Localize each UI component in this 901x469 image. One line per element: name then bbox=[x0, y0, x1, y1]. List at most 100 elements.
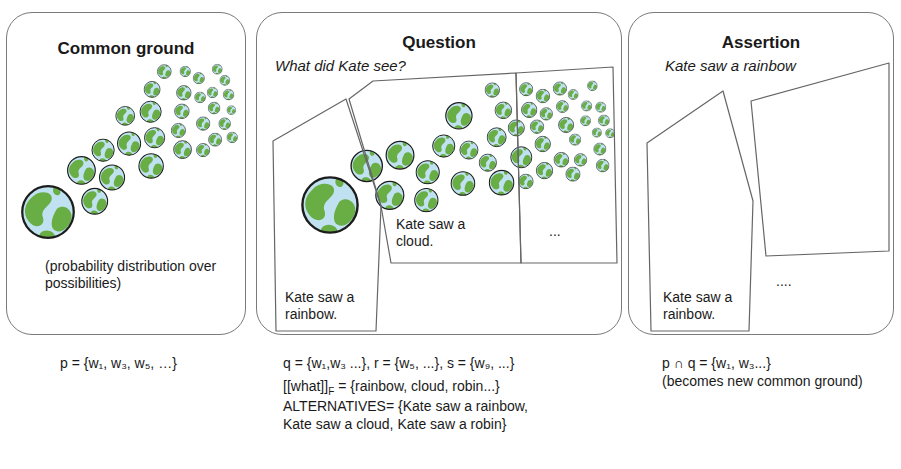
earth-icon bbox=[116, 106, 135, 126]
earth-icon bbox=[82, 188, 108, 215]
earth-icon bbox=[22, 186, 74, 240]
earth-icon bbox=[596, 102, 606, 113]
earth-icon bbox=[416, 161, 439, 185]
answer-region: Kate saw a cloud. bbox=[347, 71, 523, 265]
earth-icon bbox=[568, 89, 578, 100]
formula-text: p ∩ q = {w₁, w₃...} bbox=[662, 355, 771, 371]
earth-icon bbox=[386, 141, 414, 170]
answer-region: Kate saw a rainbow. bbox=[271, 97, 383, 333]
earth-icon bbox=[580, 116, 590, 127]
earth-icon bbox=[174, 141, 192, 160]
earth-icon bbox=[208, 102, 220, 114]
region-outline bbox=[347, 71, 523, 265]
earth-icon bbox=[451, 172, 475, 197]
earth-icon bbox=[376, 181, 404, 210]
earth-icon bbox=[508, 120, 524, 137]
earth-icon bbox=[511, 147, 532, 169]
earth-icon bbox=[554, 152, 569, 167]
earth-icon bbox=[479, 154, 496, 172]
answer-region: ... bbox=[514, 65, 619, 265]
earth-icon bbox=[460, 141, 478, 160]
region-text: Kate saw a rainbow bbox=[665, 57, 865, 75]
earth-icon bbox=[519, 174, 534, 189]
earth-icon bbox=[177, 86, 192, 101]
panel-heading: Question bbox=[257, 33, 621, 53]
formula-text: q = {w₁,w₃ ...}, r = {w₅, ...}, s = {w₉,… bbox=[283, 355, 514, 371]
earth-icon bbox=[207, 87, 218, 98]
formula-line: ALTERNATIVES= {Kate saw a rainbow, Kate … bbox=[283, 398, 551, 433]
earth-icon bbox=[522, 102, 537, 118]
earth-icon bbox=[209, 133, 222, 147]
region-outline bbox=[749, 61, 891, 301]
earth-icon bbox=[171, 123, 185, 138]
earth-icon bbox=[592, 128, 601, 138]
earth-icon bbox=[574, 154, 587, 167]
formula-text: p = {w₁, w₃, w₅, …} bbox=[60, 355, 177, 371]
formula-text: [[what]] bbox=[283, 378, 328, 394]
earth-icon bbox=[581, 101, 591, 112]
earth-icon bbox=[556, 101, 568, 114]
region-text: What did Kate see? bbox=[275, 57, 475, 75]
earth-icon bbox=[485, 83, 499, 98]
region-text: ... bbox=[549, 223, 589, 240]
answer-region: Kate saw a rainbow. bbox=[645, 89, 755, 335]
earth-group bbox=[22, 64, 615, 240]
region-polygon bbox=[516, 67, 617, 263]
earth-icon bbox=[487, 128, 506, 148]
region-text: Kate saw a rainbow. bbox=[285, 289, 371, 323]
earth-icon bbox=[536, 162, 552, 179]
earth-icon bbox=[535, 136, 551, 152]
earth-icon bbox=[144, 128, 164, 149]
region-polygon bbox=[273, 99, 381, 331]
earth-icon bbox=[446, 103, 472, 130]
formula-text: = {rainbow, cloud, robin...} bbox=[338, 378, 500, 394]
earth-icon bbox=[596, 159, 609, 172]
earth-icon bbox=[415, 189, 438, 213]
earth-icon bbox=[219, 118, 231, 130]
earth-icon bbox=[536, 89, 550, 103]
formula-line: q = {w₁,w₃ ...}, r = {w₅, ...}, s = {w₉,… bbox=[283, 355, 514, 373]
earth-icon bbox=[594, 143, 606, 156]
earth-icon bbox=[495, 102, 512, 119]
region-polygon bbox=[647, 91, 753, 331]
context-panel: QuestionWhat did Kate see? Kate saw a rai… bbox=[256, 12, 622, 335]
earth-icon bbox=[520, 83, 533, 97]
earth-icon bbox=[193, 73, 204, 85]
region-text: .... bbox=[776, 273, 826, 290]
formula-line: p = {w₁, w₃, w₅, …} bbox=[60, 355, 177, 373]
region-polygon bbox=[349, 73, 521, 263]
earth-icon bbox=[351, 150, 382, 183]
earth-icon bbox=[139, 154, 163, 179]
region-text: Kate saw a cloud. bbox=[396, 216, 488, 250]
earth-icon bbox=[302, 177, 357, 235]
earth-icon bbox=[227, 132, 238, 143]
answer-region: .... bbox=[749, 61, 891, 301]
context-panel: Common ground(probability distribution o… bbox=[6, 12, 246, 335]
earth-icon bbox=[118, 132, 141, 156]
earth-icon bbox=[140, 101, 161, 123]
earth-icon bbox=[489, 170, 513, 196]
formula-line: [[what]]F = {rainbow, cloud, robin...} bbox=[283, 378, 500, 398]
earth-icon bbox=[223, 89, 234, 100]
region-outline bbox=[514, 65, 619, 265]
earth-icon bbox=[569, 134, 580, 146]
region-text: (probability distribution over possibili… bbox=[45, 258, 240, 292]
formula-text: ALTERNATIVES= {Kate saw a rainbow, Kate … bbox=[283, 398, 528, 432]
earth-icon bbox=[100, 165, 125, 191]
earth-icon bbox=[540, 108, 553, 121]
panel-heading: Assertion bbox=[629, 33, 893, 53]
earth-icon bbox=[195, 92, 206, 103]
earth-icon bbox=[157, 65, 171, 79]
earth-icon bbox=[220, 75, 230, 86]
formula-line: (becomes new common ground) bbox=[662, 373, 863, 391]
earth-icon bbox=[433, 135, 455, 158]
earth-icon bbox=[196, 117, 209, 131]
earth-icon bbox=[180, 66, 191, 77]
formula-line: p ∩ q = {w₁, w₃...} bbox=[662, 355, 771, 373]
earth-icon bbox=[553, 82, 566, 96]
formula-text: (becomes new common ground) bbox=[662, 373, 863, 389]
earth-icon bbox=[144, 81, 160, 98]
formula-text: F bbox=[328, 386, 334, 397]
region-text: Kate saw a rainbow. bbox=[663, 289, 749, 323]
